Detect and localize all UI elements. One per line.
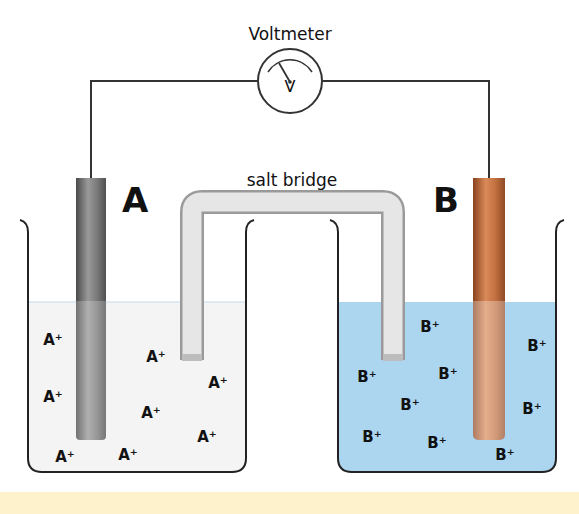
beaker-b xyxy=(330,220,564,472)
wire xyxy=(91,81,257,178)
ion-label: A⁺ xyxy=(141,404,161,422)
voltmeter: VoltmeterV xyxy=(257,48,323,114)
salt-bridge-end xyxy=(383,354,403,361)
ion-label: A⁺ xyxy=(55,448,75,466)
ion-label: B⁺ xyxy=(438,365,457,383)
salt-bridge-fill xyxy=(192,202,393,360)
electrode-a: A xyxy=(76,178,106,440)
ion-label: B⁺ xyxy=(362,428,381,446)
voltmeter-face xyxy=(258,48,322,112)
bottom-strip xyxy=(0,492,579,514)
ion-label: B⁺ xyxy=(527,337,546,355)
ion-label: B⁺ xyxy=(522,400,541,418)
voltmeter-symbol: V xyxy=(285,77,296,96)
solution-a xyxy=(28,302,246,472)
voltmeter-scale xyxy=(268,60,312,72)
ion-label: A⁺ xyxy=(43,388,63,406)
wire xyxy=(323,81,489,178)
part-label: salt bridge xyxy=(247,170,338,190)
voltmeter-title: Voltmeter xyxy=(248,24,331,44)
ion-label: B⁺ xyxy=(420,318,439,336)
salt-bridge-tube xyxy=(192,202,393,360)
ion-label: A⁺ xyxy=(43,331,63,349)
electrode-label: A xyxy=(122,180,148,220)
ion-label: B⁺ xyxy=(357,368,376,386)
ion-label: B⁺ xyxy=(427,434,446,452)
ion-label: A⁺ xyxy=(197,428,217,446)
ion-label: A⁺ xyxy=(118,446,138,464)
solution-b xyxy=(338,302,556,472)
electrode-b: B xyxy=(473,178,505,440)
liquid-surface xyxy=(28,301,246,303)
electrode-label: B xyxy=(433,180,459,220)
salt-bridge-end xyxy=(182,354,202,361)
ion-label: A⁺ xyxy=(146,348,166,366)
beaker-a xyxy=(20,220,254,472)
ion-label: B⁺ xyxy=(495,446,514,464)
ion-label: B⁺ xyxy=(400,396,419,414)
ion-label: A⁺ xyxy=(208,374,228,392)
